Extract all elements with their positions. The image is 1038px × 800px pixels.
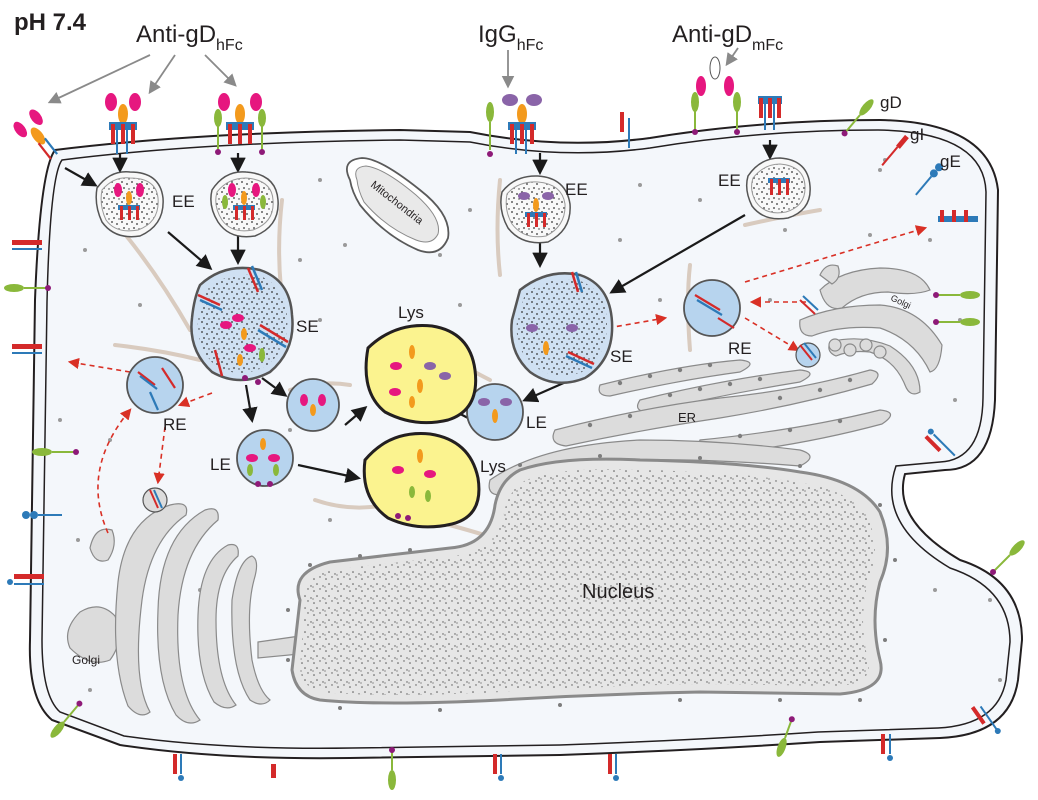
label-se-2: SE (610, 347, 633, 366)
gd-glycoprotein-2 (841, 99, 874, 137)
label-igg-hfc: IgGhFc (478, 21, 543, 54)
label-ee-1: EE (172, 192, 195, 211)
gd-glycoprotein-4 (933, 318, 980, 326)
label-arrows (47, 47, 739, 104)
gd-glycoprotein-5 (990, 540, 1025, 575)
ge-gi-complex-11 (608, 754, 619, 781)
golgi-left (67, 503, 301, 724)
gd-glycoprotein-1 (486, 102, 494, 157)
lysosome-bottom (362, 432, 481, 529)
gi-glycoprotein (881, 134, 909, 166)
page-title: pH 7.4 (14, 9, 87, 36)
label-le-2: LE (526, 413, 547, 432)
label-igg-hfc-sub: hFc (517, 37, 544, 54)
ge-gi-complex-8 (7, 574, 44, 585)
anti-gd-hfc-antibody-2 (105, 93, 141, 154)
label-igg-hfc-main: IgG (478, 21, 517, 48)
ge-gi-complex-2 (620, 112, 630, 148)
ge-gi-complex-7 (12, 344, 42, 354)
label-nucleus: Nucleus (582, 581, 654, 603)
label-lys-1: Lys (398, 303, 424, 322)
gd-glycoprotein-7 (32, 448, 79, 456)
nuclear-pore-dots (286, 454, 897, 712)
ge-gi-complex-6 (12, 240, 42, 250)
label-anti-gd-mfc: Anti-gDmFc (672, 21, 783, 54)
anti-gd-hfc-antibody-1 (13, 109, 59, 160)
label-anti-gd-hfc-sub: hFc (216, 37, 243, 54)
gi-glycoprotein-2 (271, 764, 276, 778)
label-se-1: SE (296, 317, 319, 336)
ge-gi-complex-12 (881, 734, 893, 761)
label-golgi-left: Golgi (72, 653, 100, 667)
nucleus (290, 457, 889, 705)
er-ribosomes (587, 362, 853, 439)
label-gd: gD (880, 93, 902, 112)
label-er: ER (678, 410, 696, 425)
recycling-arrows (67, 225, 928, 534)
ge-gi-complex-9 (173, 754, 184, 781)
label-ge: gE (940, 152, 961, 171)
label-re-1: RE (163, 415, 187, 434)
endoplasmic-reticulum (488, 359, 892, 496)
gd-glycoprotein-3 (933, 291, 980, 299)
ge-gi-complex-3 (938, 210, 978, 222)
anti-gd-mfc-antibody (691, 56, 741, 135)
ge-gi-complex-5 (970, 705, 1001, 735)
label-ee-3: EE (718, 171, 741, 190)
label-le-1: LE (210, 455, 231, 474)
label-gi: gI (910, 125, 924, 144)
label-anti-gd-mfc-sub: mFc (752, 37, 783, 54)
trafficking-arrows (64, 140, 778, 483)
label-ee-2: EE (565, 180, 588, 199)
ge-gi-complex-10 (493, 754, 504, 781)
gd-glycoprotein-9 (388, 747, 396, 790)
label-anti-gd-hfc-main: Anti-gD (136, 21, 216, 48)
ge-gi-complex-4 (924, 428, 956, 457)
igg-hfc-antibody (502, 94, 542, 154)
sorting-endosome-right (510, 272, 614, 385)
ge-glycoprotein (915, 163, 943, 196)
gd-glycoprotein-6 (4, 284, 51, 292)
gd-glycoprotein-8 (50, 700, 83, 738)
ge-glycoprotein-2 (22, 511, 62, 519)
endosome-cargo (114, 178, 819, 521)
label-lys-2: Lys (480, 457, 506, 476)
anti-gd-hfc-antibody-3 (214, 93, 266, 155)
ge-gi-complex-1 (758, 96, 782, 130)
late-endosome-left (236, 429, 294, 487)
label-anti-gd-hfc: Anti-gDhFc (136, 21, 243, 54)
lysosome-top (364, 323, 478, 425)
golgi-right (799, 264, 943, 395)
label-re-2: RE (728, 339, 752, 358)
mitochondria (346, 157, 450, 254)
gd-glycoprotein-10 (776, 716, 795, 757)
label-anti-gd-mfc-main: Anti-gD (672, 21, 752, 48)
